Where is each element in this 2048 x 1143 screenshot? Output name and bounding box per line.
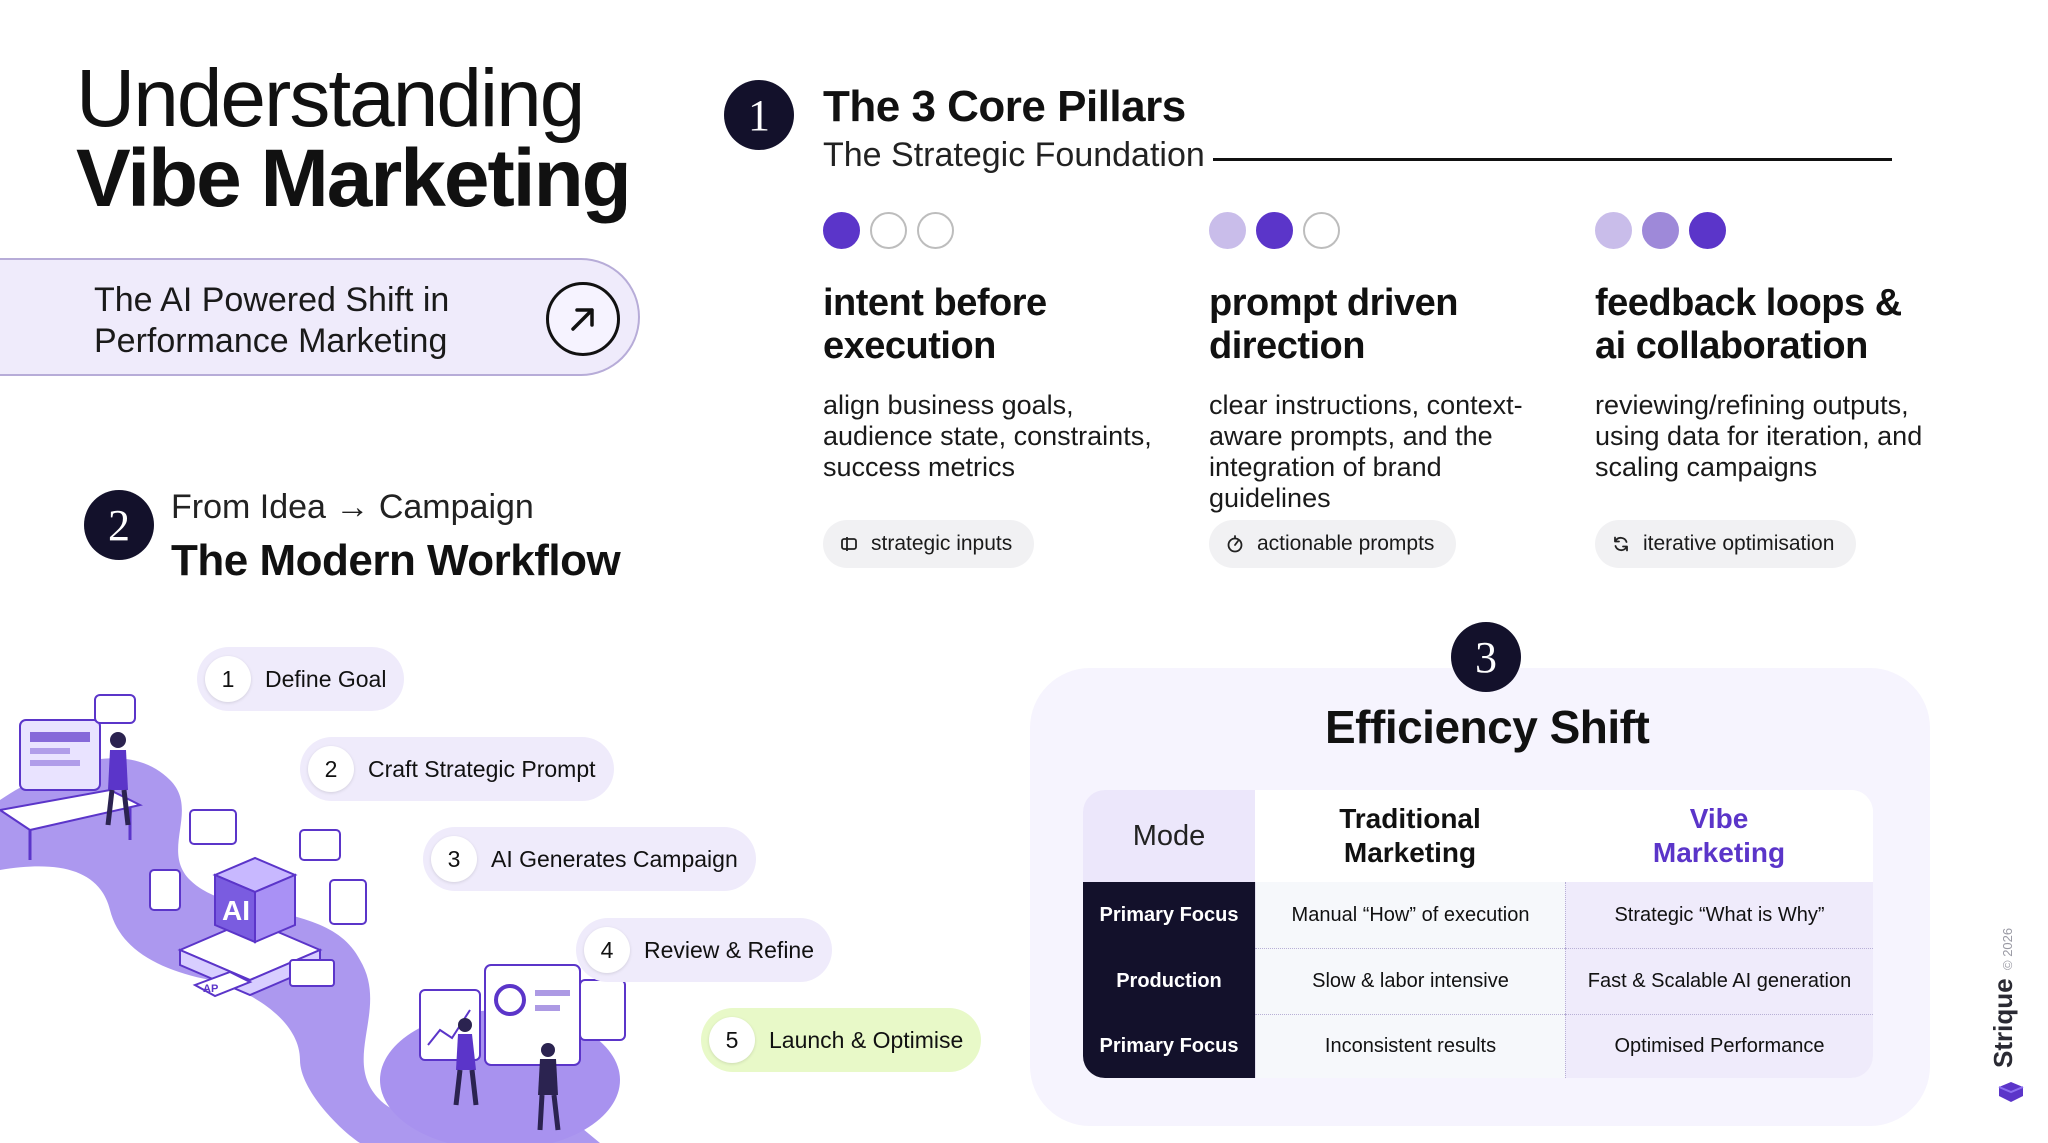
copyright: © 2026	[2000, 927, 2015, 970]
row-label: Production	[1083, 948, 1255, 1014]
section-1-badge: 1	[724, 80, 794, 150]
level-dots	[1595, 212, 1925, 252]
ai-cube: AI AP	[149, 809, 367, 998]
arrow-up-right-icon[interactable]	[546, 282, 620, 356]
header-mode: Mode	[1083, 790, 1255, 882]
pillar-prompt: prompt driven direction clear instructio…	[1209, 212, 1539, 514]
step-label: Review & Refine	[644, 936, 815, 963]
section-2-subtitle: From Idea → Campaign	[171, 488, 534, 526]
dot-filled	[1256, 212, 1293, 249]
cell-vibe: Fast & Scalable AI generation	[1565, 948, 1873, 1014]
dot-empty	[870, 212, 907, 249]
pillar-body: align business goals, audience state, co…	[823, 390, 1152, 482]
prompt-icon	[1227, 535, 1243, 553]
cell-traditional: Manual “How” of execution	[1255, 882, 1565, 948]
step-number: 3	[431, 836, 477, 882]
section-2-title: The Modern Workflow	[171, 536, 621, 585]
cell-vibe: Optimised Performance	[1565, 1014, 1873, 1078]
section-3-badge: 3	[1451, 622, 1521, 692]
header-traditional-label: Traditional Marketing	[1339, 803, 1481, 868]
comparison-table: Mode Traditional Marketing Vibe Marketin…	[1083, 790, 1873, 1078]
tagline-text: The AI Powered Shift in Performance Mark…	[94, 281, 450, 360]
dashboard-scene	[419, 964, 626, 1131]
tagline-card[interactable]: The AI Powered Shift in Performance Mark…	[0, 258, 640, 376]
dot-light	[1209, 212, 1246, 249]
dot-filled	[823, 212, 860, 249]
dot-medium	[1642, 212, 1679, 249]
chip-label: strategic inputs	[871, 532, 1013, 555]
chip-iterative-optimisation[interactable]: iterative optimisation	[1595, 520, 1857, 568]
workflow-step-1[interactable]: 1 Define Goal	[197, 647, 405, 711]
desk-scene	[0, 694, 143, 860]
step-number: 1	[205, 656, 251, 702]
pillar-heading: intent before execution	[823, 282, 1047, 367]
chip-label: iterative optimisation	[1643, 532, 1835, 555]
step-label: Launch & Optimise	[769, 1026, 964, 1053]
chip-actionable-prompts[interactable]: actionable prompts	[1209, 520, 1457, 568]
cell-traditional: Inconsistent results	[1255, 1014, 1565, 1078]
row-divider	[1255, 1014, 1873, 1015]
level-dots	[823, 212, 1153, 252]
dot-filled	[1689, 212, 1726, 249]
chip-label: actionable prompts	[1257, 532, 1435, 555]
chip-strategic-inputs[interactable]: strategic inputs	[823, 520, 1035, 568]
pillar-intent: intent before execution align business g…	[823, 212, 1153, 483]
workflow-illustration: AI AP	[0, 694, 626, 1143]
step-label: AI Generates Campaign	[491, 845, 738, 872]
title-line-2: Vibe Marketing	[76, 133, 632, 224]
refresh-icon	[1614, 536, 1628, 552]
workflow-step-4[interactable]: 4 Review & Refine	[576, 918, 833, 982]
row-label: Primary Focus	[1083, 1014, 1255, 1078]
divider-line	[1200, 158, 1892, 161]
section-3-title: Efficiency Shift	[1325, 701, 1650, 753]
brand-logo-icon	[1998, 1082, 2024, 1102]
pillar-heading: feedback loops & ai collaboration	[1595, 282, 1902, 367]
row-divider	[1255, 948, 1873, 949]
step-label: Define Goal	[265, 665, 387, 692]
level-dots	[1209, 212, 1539, 252]
cell-traditional: Slow & labor intensive	[1255, 948, 1565, 1014]
header-vibe-label: Vibe Marketing	[1652, 803, 1786, 868]
svg-text:AP: AP	[203, 983, 218, 995]
step-number: 2	[308, 746, 354, 792]
pillar-heading: prompt driven direction	[1209, 282, 1458, 367]
pillar-body: clear instructions, context-aware prompt…	[1209, 390, 1523, 513]
cell-vibe: Strategic “What is Why”	[1565, 882, 1873, 948]
workflow-step-2[interactable]: 2 Craft Strategic Prompt	[300, 737, 614, 801]
brand-name: Strique	[1988, 978, 2018, 1068]
input-icon	[841, 537, 857, 551]
section-2-badge: 2	[84, 490, 154, 560]
workflow-step-5[interactable]: 5 Launch & Optimise	[701, 1008, 982, 1072]
section-1-title: The 3 Core Pillars	[823, 82, 1186, 131]
section-1-subtitle: The Strategic Foundation	[823, 136, 1213, 175]
workflow-step-3[interactable]: 3 AI Generates Campaign	[423, 827, 756, 891]
header-vibe: Vibe Marketing	[1565, 790, 1873, 882]
pillar-feedback: feedback loops & ai collaboration review…	[1595, 212, 1925, 483]
svg-text:AI: AI	[222, 895, 250, 926]
dot-empty	[917, 212, 954, 249]
row-label: Primary Focus	[1083, 882, 1255, 948]
title-line-1: Understanding	[76, 53, 585, 144]
pillar-body: reviewing/refining outputs, using data f…	[1595, 390, 1923, 482]
step-number: 5	[709, 1017, 755, 1063]
step-label: Craft Strategic Prompt	[368, 755, 596, 782]
step-number: 4	[584, 927, 630, 973]
dot-light	[1595, 212, 1632, 249]
dot-empty	[1303, 212, 1340, 249]
header-traditional: Traditional Marketing	[1255, 790, 1565, 882]
